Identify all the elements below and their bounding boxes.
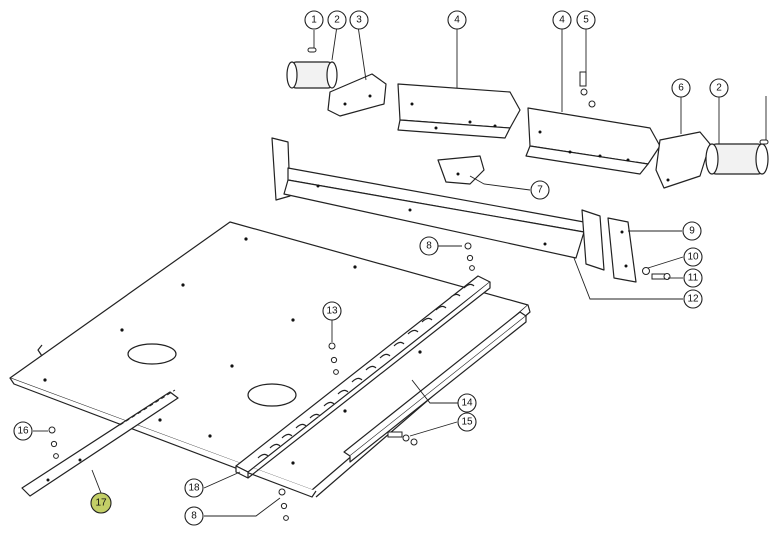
- bearing-housing-left: [327, 73, 387, 117]
- callout-4-right-label: 4: [559, 15, 565, 26]
- callout-14-label: 14: [461, 398, 473, 409]
- cover-4-left: [397, 83, 521, 139]
- callout-15: 15: [457, 412, 477, 432]
- callout-5-label: 5: [583, 15, 589, 26]
- callout-6: 6: [671, 78, 691, 98]
- callout-9: 9: [682, 221, 702, 241]
- callout-2-right: 2: [709, 78, 729, 98]
- callout-2-right-label: 2: [716, 83, 722, 94]
- hardware-stack-8-top: [464, 242, 475, 271]
- callout-4-right: 4: [552, 10, 572, 30]
- callout-7: 7: [530, 180, 550, 200]
- callout-12-label: 12: [687, 294, 699, 305]
- hardware-stack-8-bottom: [278, 488, 289, 521]
- callout-9-label: 9: [689, 226, 695, 237]
- callout-16: 16: [13, 421, 33, 441]
- callout-15-label: 15: [461, 417, 473, 428]
- callout-13-label: 13: [326, 306, 338, 317]
- callout-6-label: 6: [678, 83, 684, 94]
- perforated-channel: [235, 275, 491, 479]
- bolt-11: [651, 273, 671, 280]
- channel-slots: [257, 283, 475, 459]
- callout-18: 18: [184, 478, 204, 498]
- callout-10: 10: [683, 247, 703, 267]
- callout-11-label: 11: [688, 273, 699, 284]
- hardware-stack-13: [328, 342, 339, 375]
- callout-4-left: 4: [447, 10, 467, 30]
- hardware-stack-15: [387, 431, 418, 446]
- strap-17: [21, 389, 179, 497]
- callout-11: 11: [683, 268, 703, 288]
- callout-1-label: 1: [311, 15, 317, 26]
- callout-17: 17: [90, 492, 112, 514]
- floor-plate-bolt-holes: [43, 237, 422, 465]
- hardware-stack-16: [48, 426, 59, 459]
- callout-18-label: 18: [188, 483, 200, 494]
- cross-member: [271, 137, 605, 271]
- bearing-housing-right: [655, 131, 711, 189]
- floor-plate-opening-left: [127, 343, 177, 365]
- callout-10-label: 10: [687, 252, 699, 263]
- leader-lines: [33, 24, 767, 517]
- cover-4-right: [525, 107, 661, 175]
- callout-5: 5: [576, 10, 596, 30]
- mounting-plate: [607, 217, 637, 283]
- callout-16-label: 16: [17, 426, 29, 437]
- callout-8-bottom: 8: [184, 506, 204, 526]
- callout-2-left-label: 2: [334, 15, 340, 26]
- side-rail: [343, 311, 527, 463]
- callout-14: 14: [457, 393, 477, 413]
- roller-sleeve-right: [705, 143, 769, 175]
- pin-1: [307, 47, 317, 53]
- roller-sleeve-left: [286, 61, 338, 89]
- pin-1-right: [759, 139, 769, 145]
- callout-8-bottom-label: 8: [191, 511, 197, 522]
- callout-3-label: 3: [356, 15, 362, 26]
- callout-12: 12: [683, 289, 703, 309]
- floor-plate-opening-right: [247, 383, 297, 407]
- bolt-5: [579, 71, 596, 108]
- washer-10: [642, 267, 650, 275]
- callout-7-label: 7: [537, 185, 543, 196]
- callout-8-top-label: 8: [426, 241, 432, 252]
- callout-4-left-label: 4: [454, 15, 460, 26]
- callout-3: 3: [349, 10, 369, 30]
- callout-8-top: 8: [419, 236, 439, 256]
- callout-13: 13: [322, 301, 342, 321]
- callout-17-label: 17: [95, 498, 107, 509]
- callout-2-left: 2: [327, 10, 347, 30]
- callout-1: 1: [304, 10, 324, 30]
